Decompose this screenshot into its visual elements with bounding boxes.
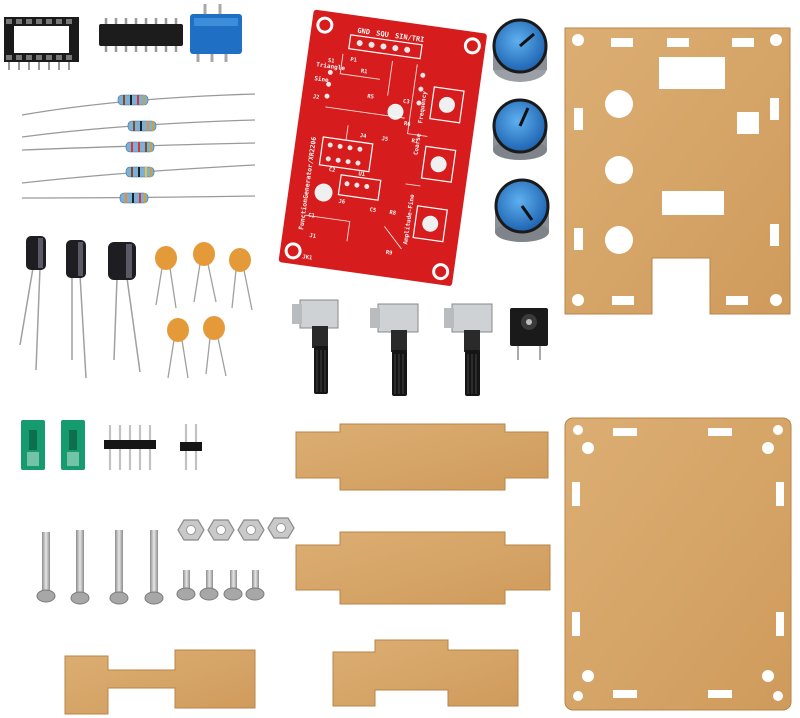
- hex-nut-icon: [267, 517, 295, 539]
- pcb-ref: P1: [350, 57, 358, 64]
- acrylic-spacer-strip: [295, 423, 549, 491]
- acrylic-bottom-panel: [564, 417, 792, 711]
- pcb-ref: J1: [309, 233, 317, 240]
- screw-icon: [70, 530, 90, 605]
- acrylic-spacer-strip: [295, 531, 551, 605]
- resistor-icon: [117, 94, 149, 106]
- acrylic-top-panel: [564, 27, 791, 315]
- rotary-potentiometer-icon: [292, 299, 339, 394]
- screw-icon: [199, 570, 219, 601]
- acrylic-spacer-strip: [332, 639, 519, 707]
- pcb-ref: R6: [403, 121, 411, 128]
- pcb-label-triangle: Triangle: [316, 61, 346, 72]
- pcb-ref: R8: [389, 210, 396, 217]
- pcb-ref: J2: [312, 94, 319, 101]
- pcb-ref: J5: [381, 136, 388, 143]
- screw-icon: [109, 530, 129, 605]
- pcb-ref: C2: [328, 167, 335, 174]
- pcb-ref: U1: [358, 171, 366, 178]
- jumper-cap-icon: [21, 420, 45, 470]
- pcb-ref: C3: [403, 99, 410, 106]
- electrolytic-capacitor-icon: [108, 242, 141, 373]
- pcb-label-gnd: GND: [357, 27, 371, 37]
- dc-jack-icon: [510, 308, 548, 360]
- hex-nut-icon: [207, 519, 235, 541]
- pcb-ref: S1: [327, 58, 335, 65]
- ic-socket-icon: [4, 17, 79, 70]
- pcb-ref: C5: [369, 207, 376, 214]
- pcb-ref: J4: [359, 133, 367, 140]
- ceramic-capacitor-icon: [167, 318, 189, 379]
- screw-icon: [245, 570, 265, 601]
- pin-header-icon: [180, 424, 202, 470]
- ceramic-capacitor-icon: [203, 316, 227, 377]
- pcb-ref: J6: [338, 199, 346, 206]
- knob-icon: [494, 178, 550, 242]
- dip-ic-chip-icon: [99, 18, 183, 52]
- hex-nut-icon: [237, 519, 265, 541]
- electrolytic-capacitor-icon: [19, 236, 46, 371]
- ceramic-capacitor-icon: [155, 246, 177, 309]
- ceramic-capacitor-icon: [229, 248, 253, 311]
- pcb-ref: R7: [411, 138, 418, 145]
- pcb-label-frequency: Frequency: [417, 90, 429, 124]
- rotary-potentiometer-icon: [370, 303, 419, 396]
- screw-icon: [36, 532, 56, 603]
- pcb-ref: C1: [308, 213, 316, 220]
- rotary-potentiometer-icon: [444, 303, 493, 396]
- pin-header-icon: [104, 425, 156, 470]
- knob-icon: [492, 98, 548, 160]
- trimmer-potentiometer-icon: [190, 4, 242, 62]
- knob-icon: [492, 18, 548, 82]
- pcb-label-coarse: Coarse: [413, 133, 423, 156]
- acrylic-spacer-strip: [64, 649, 256, 715]
- hex-nut-icon: [177, 519, 205, 541]
- pcb-ref: R1: [360, 69, 368, 76]
- pcb-label-sine: Sine: [314, 75, 330, 84]
- jumper-cap-icon: [61, 420, 85, 470]
- pcb-board: GND SQU SIN/TRI FunctionGenerator/XR2206…: [278, 9, 487, 286]
- ceramic-capacitor-icon: [193, 242, 217, 303]
- pcb-ref: R5: [367, 94, 374, 101]
- pcb-ref: JK1: [302, 254, 313, 261]
- electrolytic-capacitor-icon: [66, 240, 87, 379]
- screw-icon: [176, 570, 196, 601]
- screw-icon: [144, 530, 164, 605]
- pcb-label-squ: SQU: [376, 29, 390, 39]
- screw-icon: [223, 570, 243, 601]
- pcb-ref: R9: [385, 250, 392, 257]
